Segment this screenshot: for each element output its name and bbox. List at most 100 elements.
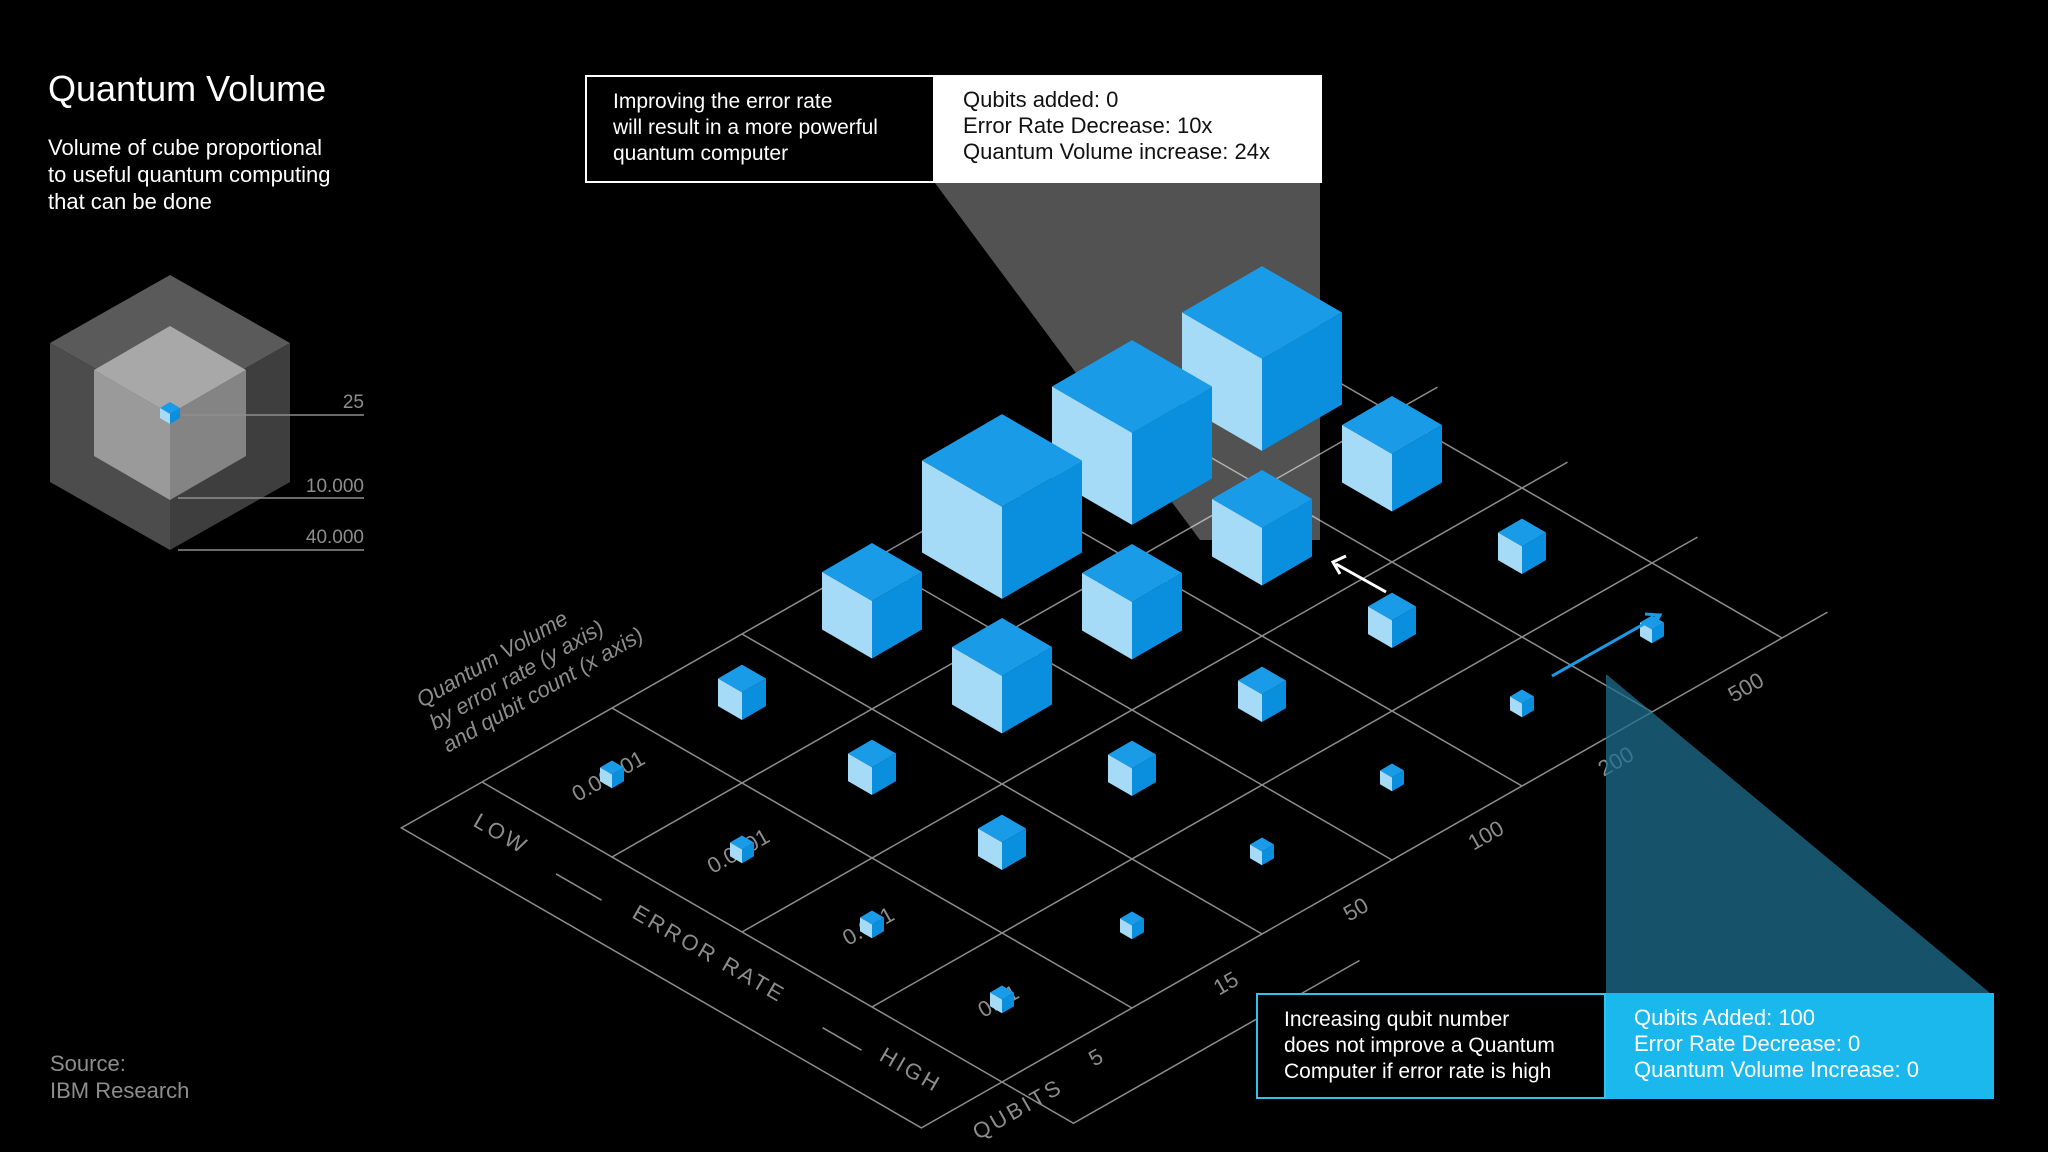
cubes (600, 266, 1664, 1014)
callout-stat: Qubits Added: 100 (1634, 1005, 1816, 1030)
cube-right-face (1132, 386, 1212, 525)
cube-medium (718, 664, 766, 720)
cube-right-face (1262, 844, 1274, 866)
cube-medium (1368, 592, 1416, 648)
error-rate-callout: Improving the error rate will result in … (585, 75, 1322, 183)
error-axis-arrow-low (555, 873, 602, 901)
grid-line (1001, 485, 1523, 787)
cube-left-face (1052, 386, 1132, 525)
qubit-tick-label: 100 (1464, 815, 1508, 855)
cube-medium (848, 739, 896, 795)
cube-top-face (1052, 340, 1212, 433)
qubit-tick-label: 500 (1724, 667, 1768, 707)
grid-line (741, 461, 1568, 933)
callout-stat: Quantum Volume Increase: 0 (1634, 1057, 1919, 1082)
source-note: Source: IBM Research (50, 1050, 189, 1104)
error-axis-arrow-high (822, 1027, 862, 1051)
cube-xlarge (922, 414, 1082, 599)
cube-left-face (1238, 680, 1262, 722)
cube-right-face (1002, 992, 1014, 1014)
cube-right-face (1002, 460, 1082, 599)
callout-stat: Error Rate Decrease: 10x (963, 113, 1213, 138)
cube-left-face (1342, 425, 1392, 512)
qubit-beam (1606, 674, 1990, 993)
cube-left-face (1108, 754, 1132, 796)
qubit-tick-label: 5 (1084, 1043, 1107, 1071)
cube-small (860, 910, 884, 939)
cube-left-face (600, 767, 612, 789)
callout-stat: Error Rate Decrease: 0 (1634, 1031, 1861, 1056)
cube-small (1380, 763, 1404, 792)
qubit-tick-label: 50 (1339, 892, 1373, 926)
cube-left-face (990, 992, 1002, 1014)
qubit-increase-arrow (1551, 612, 1663, 678)
cube-right-face (1132, 573, 1182, 660)
grid-line (611, 386, 1438, 858)
cube-medium (978, 814, 1026, 870)
cube-right-face (742, 678, 766, 720)
error-axis-high-label: HIGH (876, 1042, 947, 1097)
cube-left-face (1380, 770, 1392, 792)
callout-line: quantum computer (613, 142, 789, 165)
legend-mini-right (170, 408, 180, 424)
cube-left-face (1640, 622, 1652, 644)
cube-small (1510, 689, 1534, 718)
cube-medium (1238, 666, 1286, 722)
source-value: IBM Research (50, 1078, 190, 1103)
cube-left-face (860, 917, 872, 939)
callout-stat: Qubits added: 0 (963, 87, 1119, 112)
cube-right-face (872, 753, 896, 795)
qubit-callout: Increasing qubit number does not improve… (1256, 993, 1994, 1099)
cube-right-face (1392, 606, 1416, 648)
grid-line (871, 559, 1393, 861)
grid-line (481, 781, 1003, 1083)
cube-xlarge (1052, 340, 1212, 525)
cube-left-face (1510, 696, 1522, 718)
legend-value-40000: 40.000 (306, 527, 364, 548)
cube-right-face (1002, 828, 1026, 870)
cube-left-face (1182, 312, 1262, 451)
cube-right-face (1132, 918, 1144, 940)
callout-description: Improving the error rate will result in … (585, 75, 935, 183)
cube-right-face (612, 767, 624, 789)
cube-left-face (1250, 844, 1262, 866)
cube-right-face (742, 842, 754, 864)
cube-right-face (1132, 754, 1156, 796)
legend-mini-left (160, 408, 170, 424)
diagram-grid (399, 311, 1828, 1129)
page-title: Quantum Volume (48, 68, 327, 109)
cube-medium (1108, 740, 1156, 796)
cube-large (1212, 470, 1312, 586)
callout-line: Computer if error rate is high (1284, 1060, 1552, 1083)
callout-description: Increasing qubit number does not improve… (1256, 993, 1606, 1099)
legend-value-10000: 10.000 (306, 476, 364, 497)
error-axis-frame (399, 781, 1003, 1129)
cube-left-face (1368, 606, 1392, 648)
cube-small (1120, 911, 1144, 940)
cube-top-face (1182, 266, 1342, 359)
axis-caption: Quantum Volume by error rate (y axis) an… (412, 605, 647, 757)
legend-inner-left (94, 370, 170, 500)
cube-small (730, 835, 754, 864)
qubit-tick-label: 15 (1209, 966, 1243, 1000)
cube-large (822, 543, 922, 659)
callout-line: Improving the error rate (613, 90, 833, 113)
source-label: Source: (50, 1051, 126, 1076)
error-axis-low-label: LOW (469, 808, 533, 859)
callout-line: does not improve a Quantum (1284, 1034, 1555, 1057)
cube-left-face (952, 647, 1002, 734)
legend-cube: 25 10.000 40.000 (50, 275, 364, 551)
cube-left-face (730, 842, 742, 864)
cube-left-face (1120, 918, 1132, 940)
callout-stat: Quantum Volume increase: 24x (963, 139, 1270, 164)
grid-line (1261, 337, 1783, 639)
cube-left-face (1212, 499, 1262, 586)
grid-line (611, 707, 1133, 1009)
callout-stats: Qubits Added: 100 Error Rate Decrease: 0… (1606, 993, 1994, 1099)
cube-top-face (922, 414, 1082, 507)
grid-line (871, 536, 1698, 1008)
legend-inner-right (170, 370, 246, 500)
cube-right-face (1262, 499, 1312, 586)
cube-right-face (872, 917, 884, 939)
